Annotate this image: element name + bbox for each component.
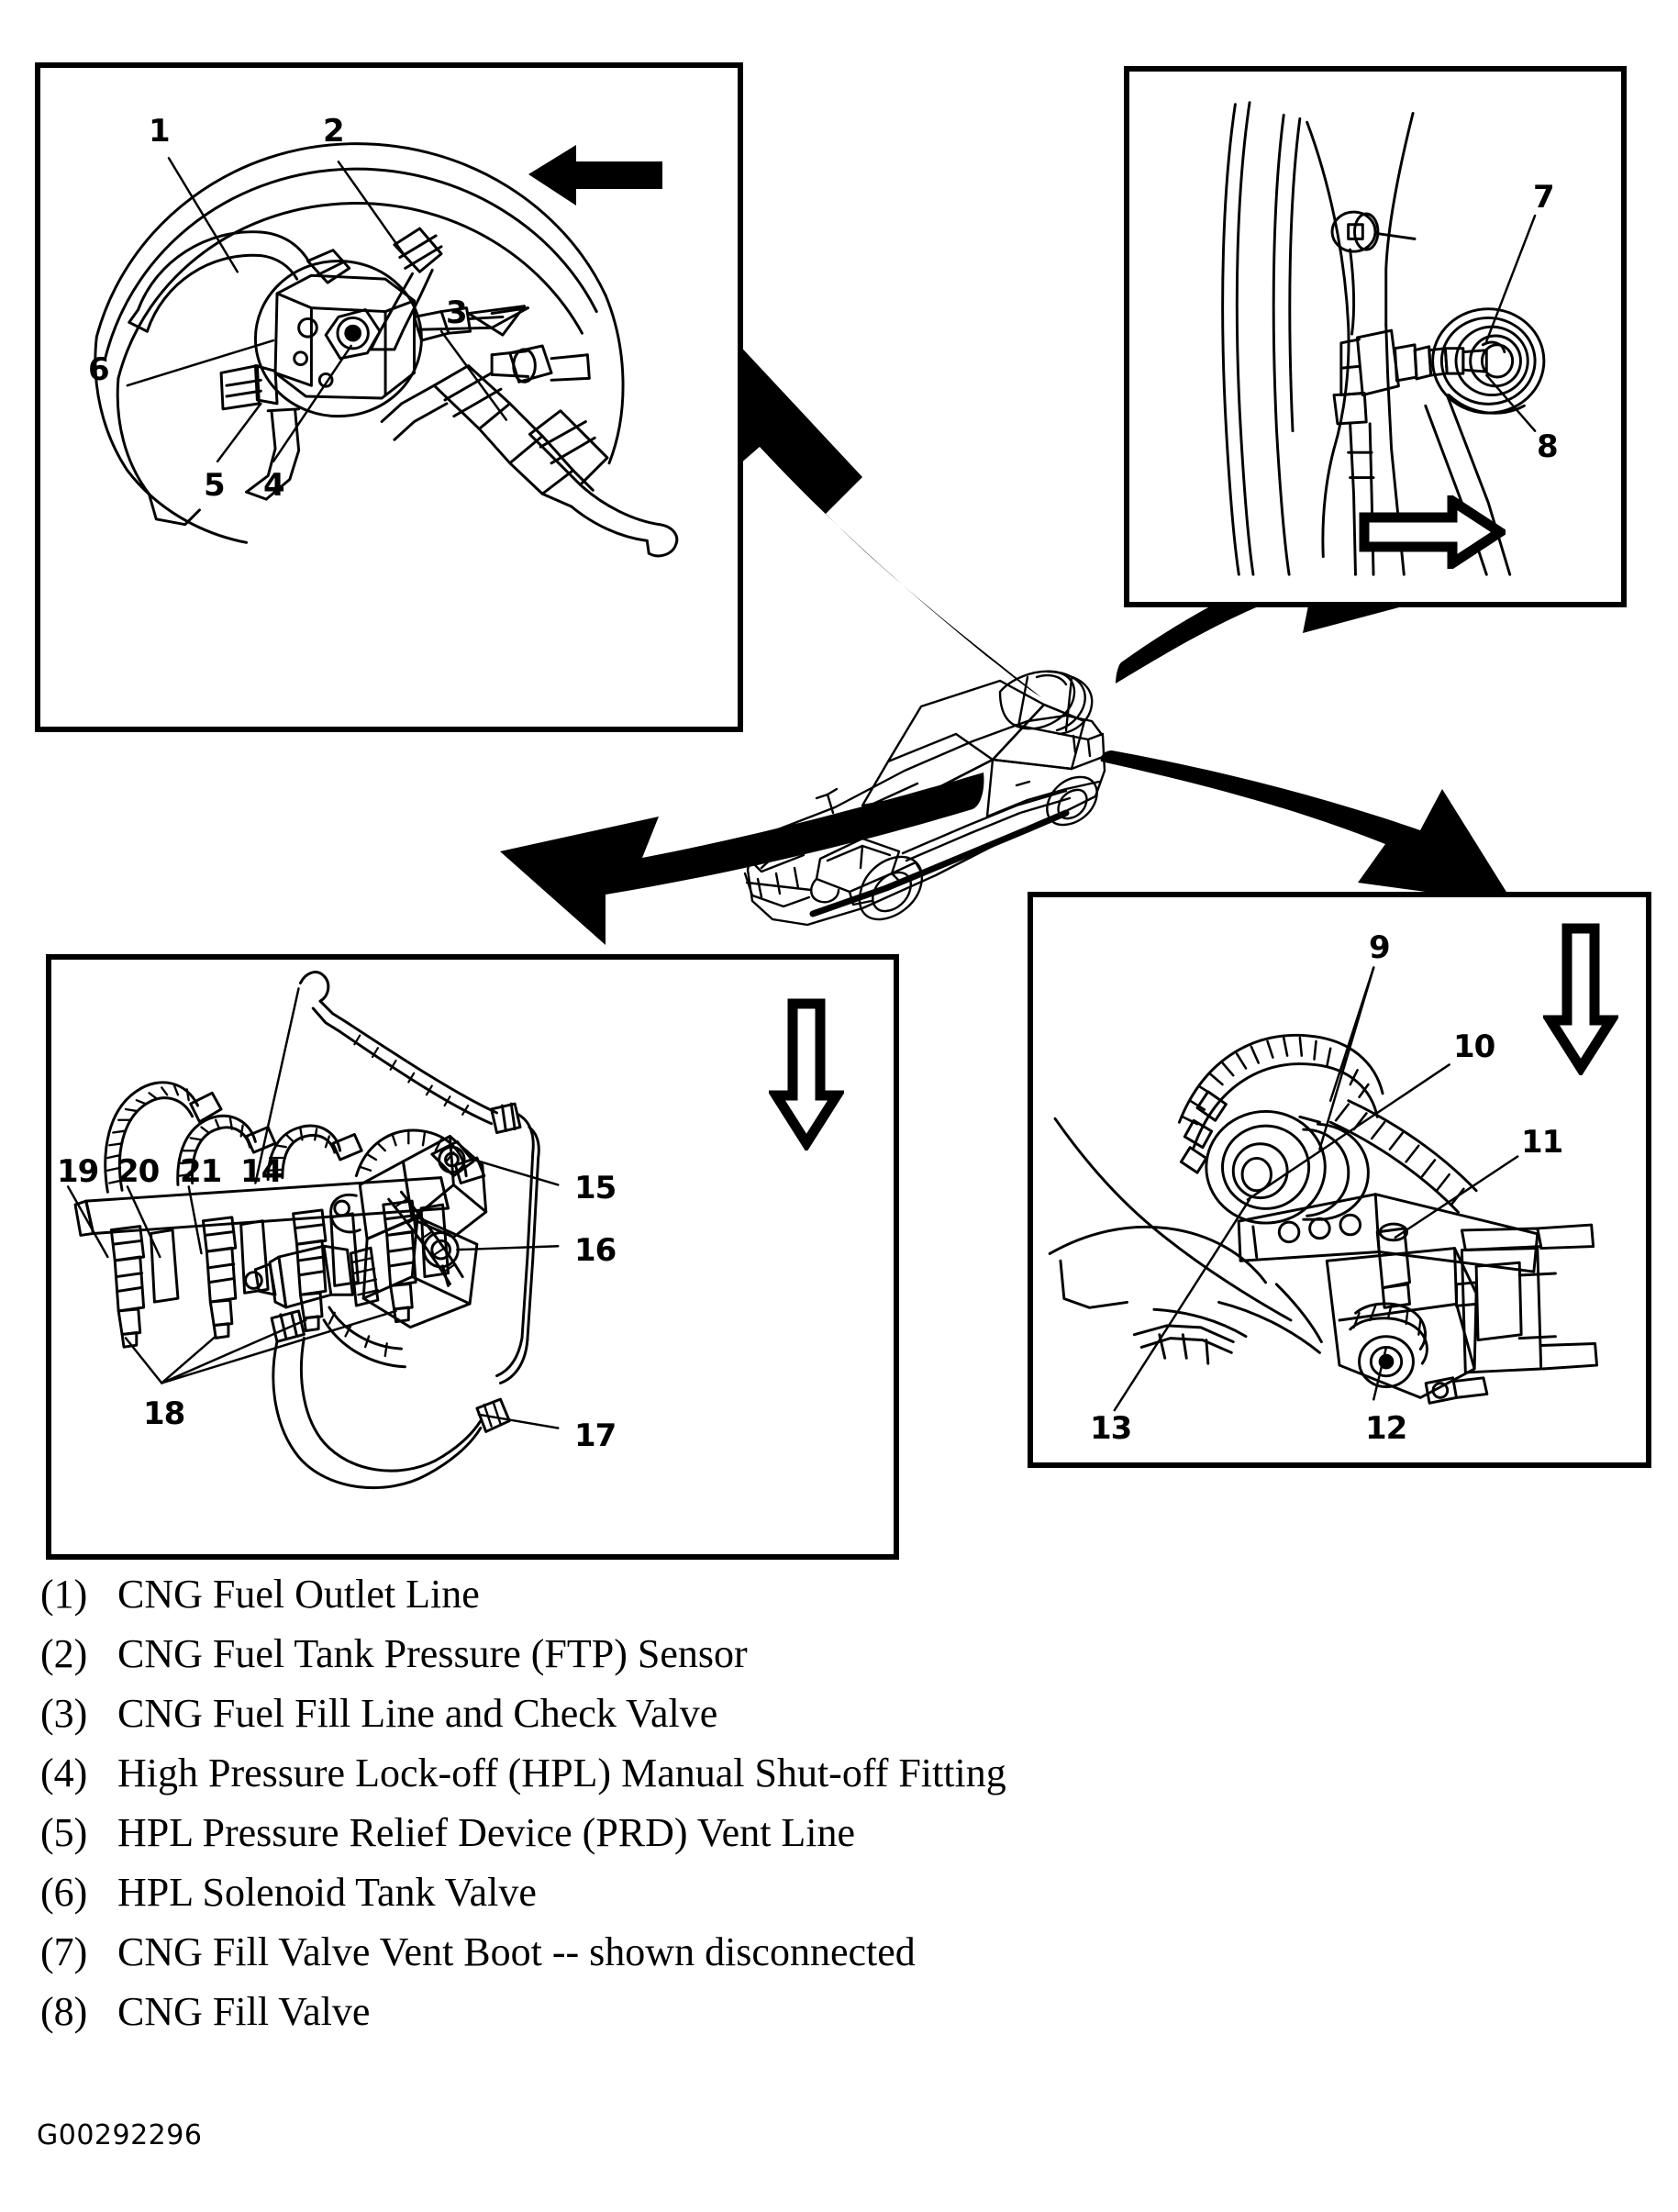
callout-20: 20 xyxy=(117,1153,160,1190)
callout-3: 3 xyxy=(446,295,468,331)
callout-12: 12 xyxy=(1365,1410,1407,1447)
direction-arrow-left-icon xyxy=(528,145,662,206)
legend-label: CNG Fuel Fill Line and Check Valve xyxy=(117,1691,718,1736)
callout-10: 10 xyxy=(1453,1028,1495,1065)
legend-number: (4) xyxy=(40,1751,88,1795)
direction-arrow-right-icon xyxy=(1359,495,1506,569)
callout-14: 14 xyxy=(240,1153,283,1190)
panel-fill-valve: 7 8 xyxy=(1124,66,1627,607)
legend-number: (7) xyxy=(40,1929,88,1974)
callout-1: 1 xyxy=(149,113,171,150)
callout-9: 9 xyxy=(1369,929,1391,966)
component-legend: (1) CNG Fuel Outlet Line (2) CNG Fuel Ta… xyxy=(40,1574,1600,2051)
legend-label: HPL Solenoid Tank Valve xyxy=(117,1870,537,1915)
legend-item: (4) High Pressure Lock-off (HPL) Manual … xyxy=(40,1753,1600,1794)
legend-number: (8) xyxy=(40,1989,88,2034)
legend-label: CNG Fuel Outlet Line xyxy=(117,1572,480,1617)
legend-number: (1) xyxy=(40,1572,88,1617)
legend-label: High Pressure Lock-off (HPL) Manual Shut… xyxy=(117,1751,1006,1795)
legend-number: (2) xyxy=(40,1631,88,1676)
callout-11: 11 xyxy=(1521,1124,1563,1161)
vehicle-illustration xyxy=(725,633,1128,954)
callout-5: 5 xyxy=(204,467,226,504)
legend-item: (5) HPL Pressure Relief Device (PRD) Ven… xyxy=(40,1813,1600,1853)
panel-engine-regulator: 9 10 11 12 13 xyxy=(1028,892,1651,1468)
callout-17: 17 xyxy=(574,1417,617,1454)
legend-item: (6) HPL Solenoid Tank Valve xyxy=(40,1873,1600,1913)
callout-4: 4 xyxy=(263,467,285,504)
direction-arrow-down-icon xyxy=(769,998,844,1150)
panel-tank-valve: 1 2 3 4 5 6 xyxy=(35,62,743,732)
callout-21: 21 xyxy=(180,1153,222,1190)
legend-label: CNG Fill Valve Vent Boot -- shown discon… xyxy=(117,1929,916,1974)
callout-8: 8 xyxy=(1537,428,1559,465)
legend-item: (8) CNG Fill Valve xyxy=(40,1992,1600,2032)
callout-6: 6 xyxy=(88,351,110,388)
legend-label: CNG Fuel Tank Pressure (FTP) Sensor xyxy=(117,1631,748,1676)
legend-number: (5) xyxy=(40,1810,88,1855)
callout-2: 2 xyxy=(323,113,345,150)
legend-item: (7) CNG Fill Valve Vent Boot -- shown di… xyxy=(40,1932,1600,1973)
legend-number: (3) xyxy=(40,1691,88,1736)
legend-item: (2) CNG Fuel Tank Pressure (FTP) Sensor xyxy=(40,1634,1600,1674)
callout-13: 13 xyxy=(1090,1410,1132,1447)
legend-label: HPL Pressure Relief Device (PRD) Vent Li… xyxy=(117,1810,856,1855)
figure-code: G00292296 xyxy=(37,2119,203,2151)
callout-7: 7 xyxy=(1533,179,1555,216)
callout-15: 15 xyxy=(574,1170,617,1206)
legend-number: (6) xyxy=(40,1870,88,1915)
legend-label: CNG Fill Valve xyxy=(117,1989,371,2034)
panel-fuel-rail: 19 20 21 14 15 16 17 18 xyxy=(46,954,899,1560)
direction-arrow-down-icon xyxy=(1543,923,1618,1075)
legend-item: (1) CNG Fuel Outlet Line xyxy=(40,1574,1600,1615)
callout-19: 19 xyxy=(57,1153,99,1190)
legend-item: (3) CNG Fuel Fill Line and Check Valve xyxy=(40,1694,1600,1734)
callout-16: 16 xyxy=(574,1232,617,1269)
callout-18: 18 xyxy=(143,1395,185,1432)
